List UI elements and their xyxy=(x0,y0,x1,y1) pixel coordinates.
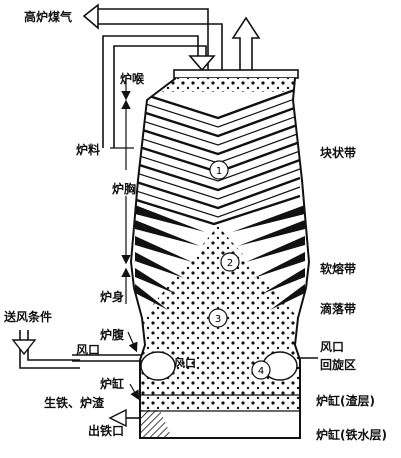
gas-up-arrow xyxy=(231,16,261,70)
top-gas-label: 高炉煤气 xyxy=(24,10,73,24)
furnace-interior xyxy=(131,78,309,438)
zone-marker-4: 4 xyxy=(258,366,264,377)
top-gas-pipe xyxy=(82,3,223,70)
blast-conditions-label: 送风条件 xyxy=(4,310,53,324)
shaft-label: 炉身 xyxy=(100,290,125,304)
dripping-zone-label: 滴落带 xyxy=(320,302,357,316)
zone-marker-2: 2 xyxy=(227,258,233,269)
charge-feed-line xyxy=(102,35,216,148)
charge-label: 炉料 xyxy=(76,143,101,157)
raceway-left xyxy=(140,351,176,381)
chest-label: 炉胸 xyxy=(112,182,137,196)
hearth-slag-label: 炉缸(渣层) xyxy=(316,394,375,408)
hearth-iron-label: 炉缸(铁水层) xyxy=(316,428,387,442)
zone-markers: 1 2 3 4 xyxy=(208,160,271,380)
furnace-outline xyxy=(129,77,311,439)
raceway-label: 回旋区 xyxy=(320,358,357,372)
cohesive-zone xyxy=(135,205,305,310)
cohesive-zone-label: 软熔带 xyxy=(320,262,357,276)
dimension-arrows xyxy=(110,78,140,401)
taphole-label: 出铁口 xyxy=(88,424,125,438)
throat-label: 炉喉 xyxy=(120,72,145,86)
furnace-top xyxy=(173,69,299,79)
belly-label: 炉腹 xyxy=(100,328,125,342)
tuyere-inner-label: 风口 xyxy=(174,357,196,370)
zone-marker-3: 3 xyxy=(215,314,221,325)
tuyere-left-label: 风口 xyxy=(76,343,101,357)
blast-air-arrow xyxy=(11,330,80,369)
tuyere-left-pipe xyxy=(72,354,142,362)
lumpy-zone-label: 块状带 xyxy=(320,146,357,160)
iron-outlet-arrow xyxy=(108,408,140,428)
hearth-label: 炉缸 xyxy=(100,377,125,391)
iron-slag-label: 生铁、炉渣 xyxy=(44,396,105,410)
zone-marker-1: 1 xyxy=(216,166,222,177)
tuyere-right-label: 风口 xyxy=(320,340,345,354)
